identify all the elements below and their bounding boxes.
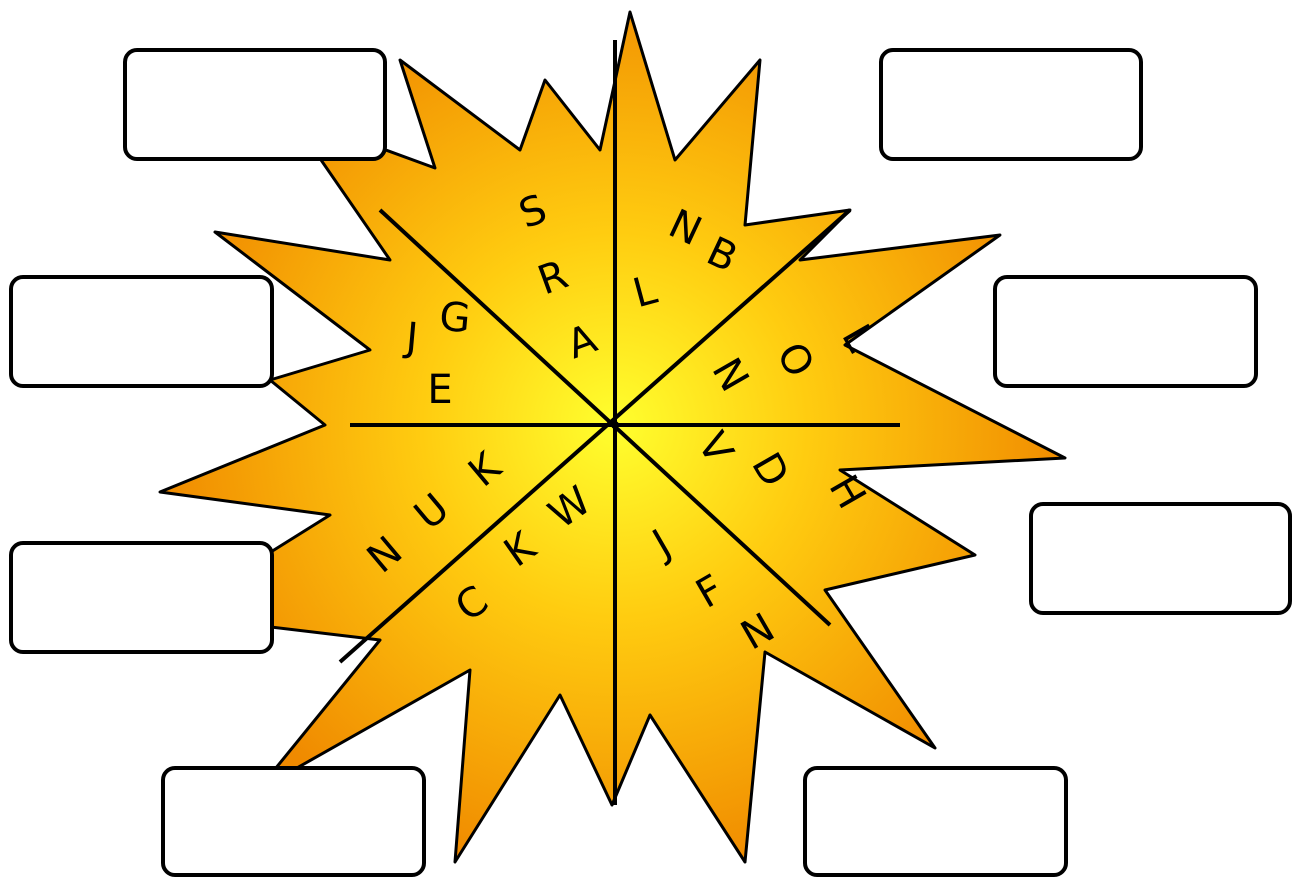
answer-box-4[interactable] [993,275,1258,388]
answer-box-2[interactable] [879,48,1143,161]
answer-box-5[interactable] [9,541,274,654]
answer-box-8[interactable] [803,766,1068,877]
center-point [611,421,619,429]
letter-left-upper-3: E [427,367,452,413]
answer-box-6[interactable] [1029,502,1292,615]
letter-left-upper-2: G [438,294,473,343]
answer-box-7[interactable] [161,766,426,877]
answer-box-1[interactable] [123,48,387,161]
answer-box-3[interactable] [9,275,274,388]
